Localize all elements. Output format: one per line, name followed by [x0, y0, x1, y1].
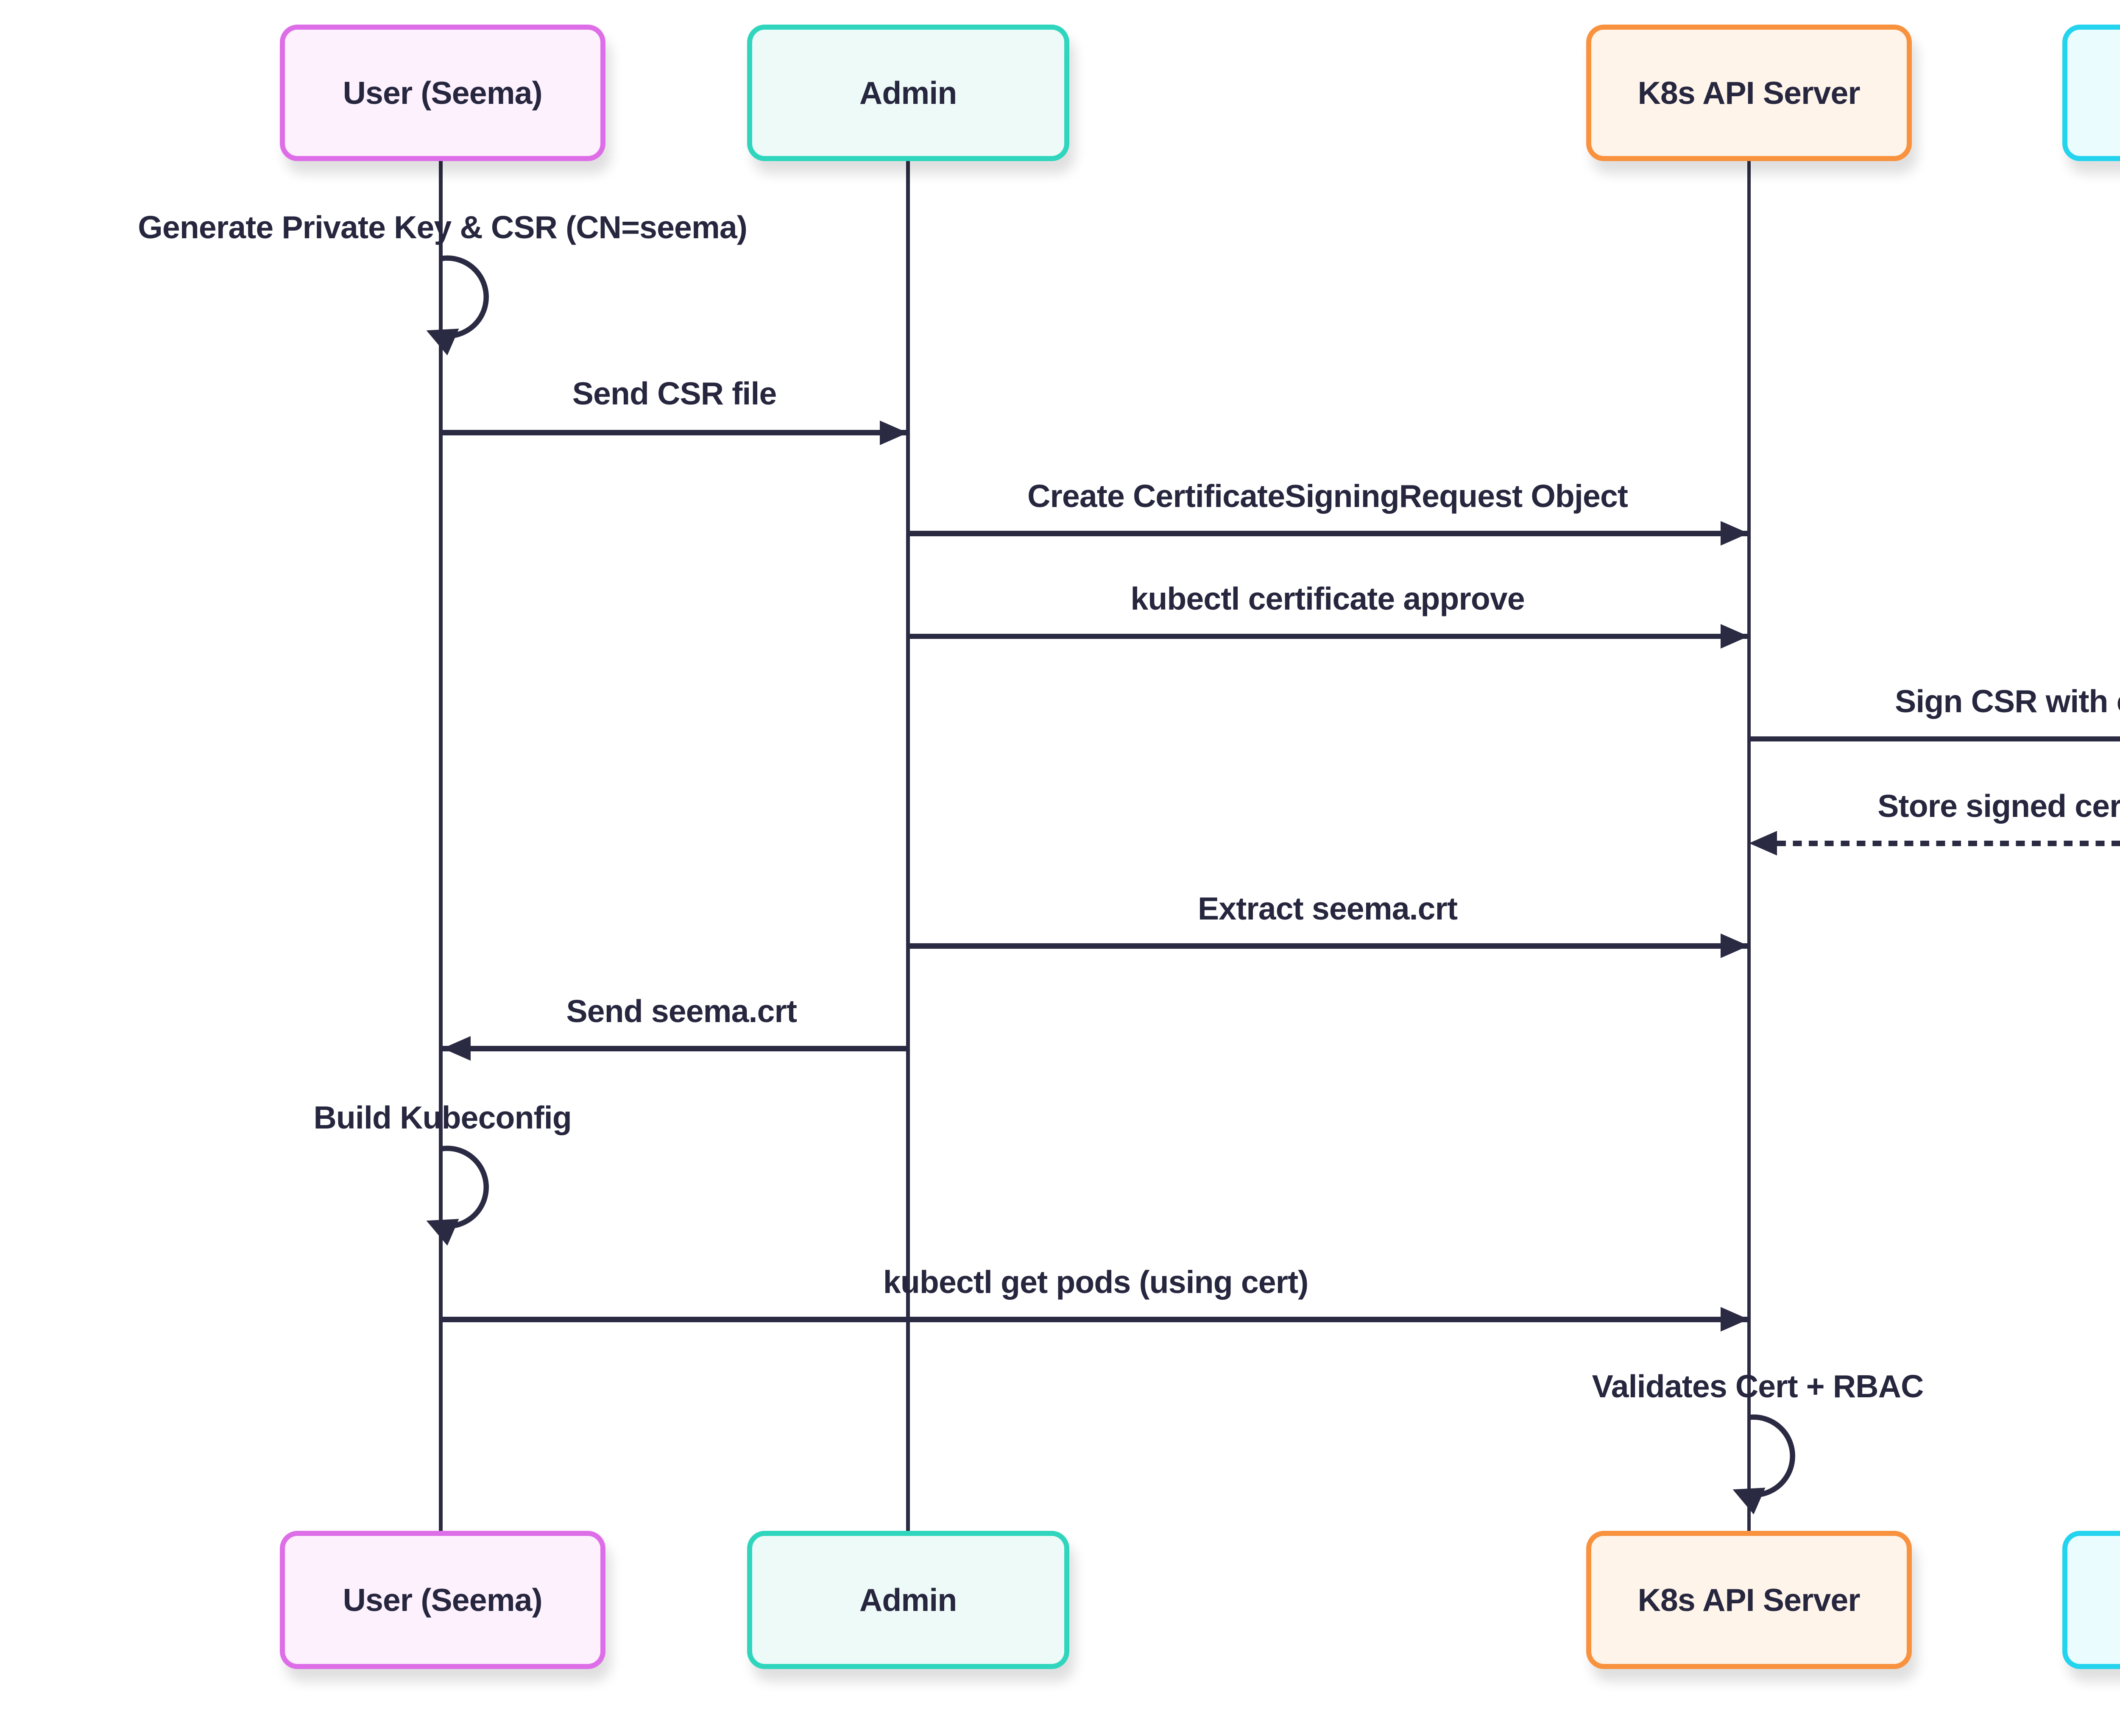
message-arrow-send-seema-crt: [442, 1046, 908, 1051]
self-loop-arrow-k8s: [1733, 1415, 1796, 1515]
actor-k8s-label: K8s API Server: [1637, 1582, 1861, 1618]
message-label-create-csr-object: Create CertificateSigningRequest Object: [1027, 478, 1628, 514]
message-label-send-seema-crt: Send seema.crt: [566, 993, 797, 1029]
message-arrow-create-csr-object: [908, 531, 1749, 536]
arrowhead-icon: [443, 1036, 471, 1061]
message-arrow-send-csr-file: [441, 430, 908, 435]
message-label-generate-key-csr: Generate Private Key & CSR (CN=seema): [138, 209, 748, 245]
lifeline-k8s-api-server: [1747, 161, 1751, 1536]
actor-cluster-ca-label: Cluster CA (Controller Manager): [2119, 1582, 2120, 1618]
lifeline-admin: [906, 161, 910, 1536]
message-label-store-signed-cert: Store signed cert in Status: [1877, 788, 2120, 824]
actor-admin-top: Admin: [747, 25, 1069, 161]
arrowhead-icon: [1720, 624, 1749, 649]
lifeline-user: [439, 161, 443, 1536]
message-arrow-sign-csr: [1749, 736, 2120, 742]
message-arrow-extract-seema-crt: [908, 943, 1749, 949]
actor-user-bottom: User (Seema): [279, 1531, 605, 1669]
message-label-sign-csr: Sign CSR with ca.key: [1895, 683, 2120, 719]
self-loop-arrow-user-1: [427, 255, 489, 356]
actor-user-top: User (Seema): [279, 25, 605, 161]
arrowhead-icon: [1720, 521, 1749, 546]
message-label-extract-seema-crt: Extract seema.crt: [1197, 890, 1458, 926]
message-label-kubectl-certificate-approve: kubectl certificate approve: [1130, 581, 1525, 617]
actor-k8s-label: K8s API Server: [1637, 75, 1861, 111]
self-loop-arrow-user-2: [427, 1145, 489, 1246]
message-label-build-kubeconfig: Build Kubeconfig: [313, 1099, 572, 1135]
actor-user-label: User (Seema): [343, 1582, 543, 1618]
actor-cluster-ca-top: Cluster CA (Controller Manager): [2062, 25, 2120, 161]
message-arrow-kubectl-get-pods: [441, 1317, 1749, 1322]
actor-k8s-api-server-bottom: K8s API Server: [1586, 1531, 1912, 1669]
actor-admin-label: Admin: [859, 1582, 957, 1618]
arrowhead-icon: [879, 420, 908, 445]
actor-k8s-api-server-top: K8s API Server: [1586, 25, 1912, 161]
arrowhead-icon: [1720, 1307, 1749, 1332]
message-label-validates-cert-rbac: Validates Cert + RBAC: [1592, 1368, 1924, 1404]
actor-admin-label: Admin: [859, 75, 957, 111]
actor-user-label: User (Seema): [343, 75, 543, 111]
message-label-kubectl-get-pods: kubectl get pods (using cert): [883, 1264, 1308, 1300]
arrowhead-icon: [1749, 831, 1777, 856]
message-arrow-store-signed-cert: [1777, 841, 2120, 846]
actor-admin-bottom: Admin: [747, 1531, 1069, 1669]
message-label-send-csr-file: Send CSR file: [572, 376, 777, 412]
arrowhead-icon: [1720, 933, 1749, 959]
message-arrow-kubectl-certificate-approve: [908, 633, 1749, 639]
actor-cluster-ca-bottom: Cluster CA (Controller Manager): [2062, 1531, 2120, 1669]
actor-cluster-ca-label: Cluster CA (Controller Manager): [2119, 75, 2120, 111]
